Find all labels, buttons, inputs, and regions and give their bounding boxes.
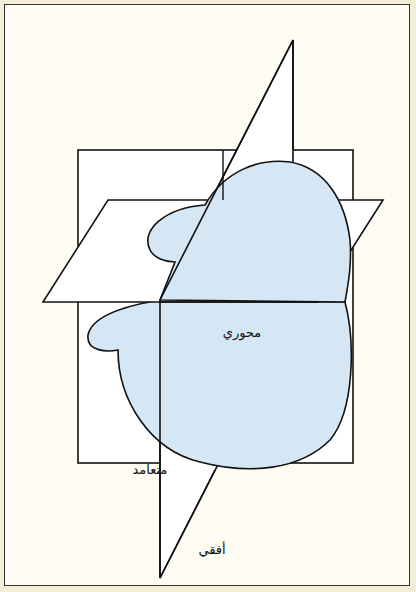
organ-upper-lobe xyxy=(148,161,351,302)
plane-label: أفقي xyxy=(198,542,225,558)
plane-intersection xyxy=(160,301,318,302)
plane-label: محوري xyxy=(223,325,262,341)
plane-intersection xyxy=(222,150,223,200)
sagittal-edge xyxy=(160,300,215,578)
plane-label: متعامد xyxy=(133,462,168,478)
organ-outline xyxy=(88,300,351,469)
sagittal-edge xyxy=(160,40,293,300)
